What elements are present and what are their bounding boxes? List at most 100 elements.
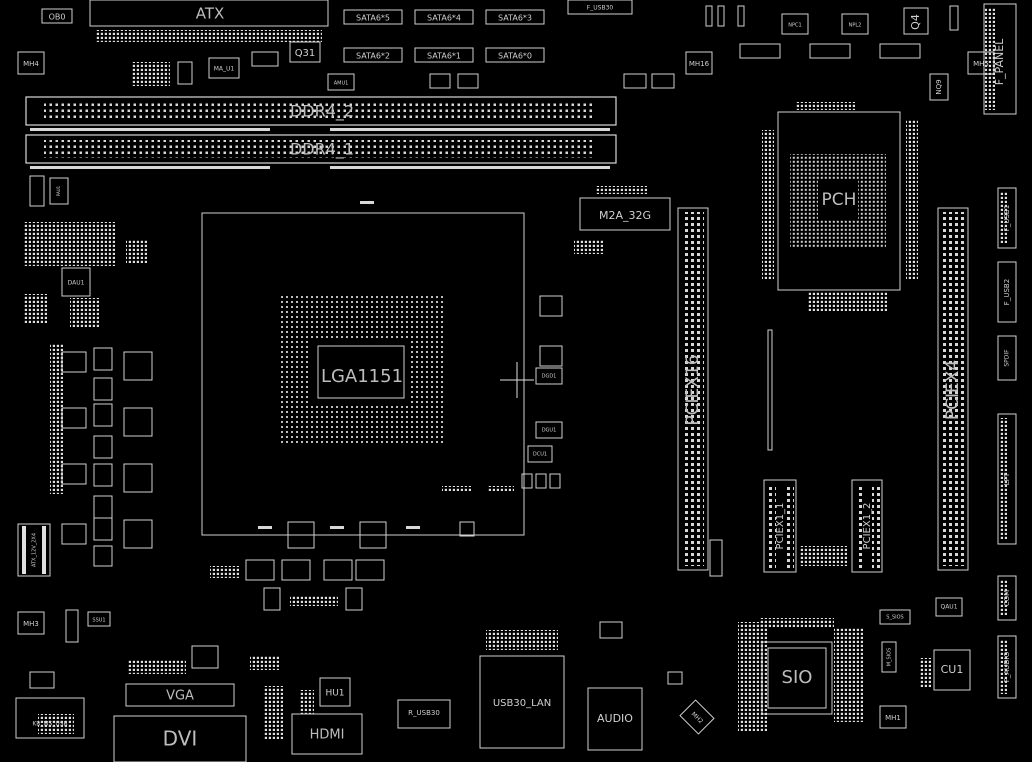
kb-ms-usb-label: KB_MS_USB — [32, 721, 67, 728]
kb-ms-usb-connector — [15, 697, 85, 739]
mh2-label: MH2 — [690, 711, 705, 726]
dgd1-label: DGD1 — [542, 374, 557, 380]
sio-label: SIO — [782, 667, 813, 688]
sata5-5-label: SATA6*5 — [356, 14, 390, 23]
ssu1-chip — [87, 611, 111, 627]
q4-mosfet — [903, 7, 929, 35]
cu1-label: CU1 — [941, 663, 964, 676]
f-usb2-label: F_USB2 — [1003, 279, 1011, 305]
mh1-hole — [879, 705, 907, 729]
spdif-label: SPDIF — [1004, 349, 1011, 367]
pciex4-slot — [937, 207, 969, 571]
pau1-chip — [49, 177, 69, 205]
com-label: COM — [1003, 590, 1011, 606]
ma-u1-chip — [208, 57, 240, 79]
f-audio-header — [997, 635, 1017, 699]
dgu1-label: DGU1 — [542, 428, 557, 434]
dcu1-label: DCU1 — [533, 452, 547, 458]
r-usb30-label: R_USB30 — [408, 709, 440, 717]
mh4-hole — [17, 51, 45, 75]
npc1-label: NPC1 — [788, 23, 801, 29]
lga1151-pin-field — [280, 296, 446, 446]
ddr4-1-slot — [25, 134, 617, 164]
m-sios-label: M_SIOS — [887, 648, 893, 667]
ddr4-1-label: DDR4_1 — [290, 140, 354, 160]
f-usb30-header — [567, 0, 633, 15]
qau1-label: QAU1 — [940, 604, 957, 611]
com-header — [997, 575, 1017, 621]
lga1151-socket-outline — [201, 212, 525, 536]
audio-connector — [587, 687, 643, 751]
r-usb30-header — [397, 699, 451, 729]
qau1-chip — [935, 597, 963, 617]
mh16-label: MH16 — [689, 60, 710, 68]
ma-u1-label: MA_U1 — [214, 66, 235, 73]
atx-12v-2x4-label: ATX_12V_2X4 — [32, 533, 38, 567]
pciex1-2-label: PCIEX1_2 — [862, 503, 873, 550]
q31-label: Q31 — [295, 48, 316, 59]
sata-0 — [485, 47, 545, 63]
npl2-label: NPL2 — [849, 23, 862, 29]
pciex4-label: PCIEX4 — [943, 360, 963, 420]
pciex1-2-slot — [851, 479, 883, 573]
vga-connector — [125, 683, 235, 707]
dcu1-chip — [527, 445, 553, 463]
sata-1 — [414, 47, 474, 63]
mh16-hole — [685, 51, 713, 75]
mh5-label: MH5 — [973, 60, 989, 68]
f-panel-header — [983, 3, 1017, 115]
dgu1-chip — [535, 421, 563, 439]
f-usb2-header — [997, 261, 1017, 323]
m2a-32g-label: M2A_32G — [599, 209, 651, 222]
sata5-4-label: SATA6*4 — [427, 14, 461, 23]
pciex1-1-label: PCIEX1_1 — [775, 503, 786, 550]
pau1-label: PAU1 — [56, 185, 61, 196]
pciex16-slot — [677, 207, 709, 571]
nq9-label: NQ9 — [935, 79, 943, 94]
s-sios-label: S_SIOS — [886, 615, 903, 621]
mh4-label: MH4 — [23, 60, 39, 68]
npl2-chip — [841, 13, 869, 35]
lga1151-label: LGA1151 — [321, 366, 403, 387]
dvi-label: DVI — [163, 727, 198, 751]
mh3-label: MH3 — [23, 620, 39, 628]
s-sios-chip — [879, 609, 911, 625]
sata-4 — [414, 9, 474, 25]
ssu1-label: SSU1 — [92, 618, 105, 624]
dgd1-chip — [535, 367, 563, 385]
dau1-label: DAU1 — [68, 280, 85, 287]
sata-3 — [485, 9, 545, 25]
f-usb1-label: F_USB1 — [1003, 205, 1011, 231]
sata5-0-label: SATA6*0 — [498, 52, 532, 61]
pch-label: PCH — [822, 190, 857, 210]
dvi-connector — [113, 715, 247, 762]
f-audio-label: F_AUDIO — [1003, 651, 1011, 682]
hdmi-connector — [291, 713, 363, 755]
atx-12v-2x4-connector — [17, 523, 51, 577]
mh3-hole — [17, 611, 45, 635]
usb30-lan-connector — [479, 655, 565, 749]
dau1-chip — [61, 267, 91, 297]
ob0-label: OB0 — [49, 13, 66, 22]
lpt-label: LPT — [1003, 472, 1011, 485]
sata-2 — [343, 47, 403, 63]
mh1-label: MH1 — [885, 714, 901, 722]
f-usb30-label: F_USB30 — [587, 5, 614, 12]
amu1-label: AMU1 — [334, 81, 349, 87]
lpt-header — [997, 413, 1017, 545]
spdif-header — [997, 335, 1017, 381]
mh2-hole — [679, 699, 715, 735]
nq9-chip — [929, 73, 949, 101]
cu1-chip — [933, 649, 971, 691]
f-usb1-header — [997, 187, 1017, 249]
ob0-battery — [41, 8, 73, 24]
q4-label: Q4 — [909, 14, 922, 30]
usb30-lan-label: USB30_LAN — [493, 698, 551, 709]
m2a-32g-connector — [579, 197, 671, 231]
ddr4-2-label: DDR4_2 — [290, 102, 354, 122]
hdmi-label: HDMI — [310, 728, 345, 743]
ddr4-2-slot — [25, 96, 617, 126]
